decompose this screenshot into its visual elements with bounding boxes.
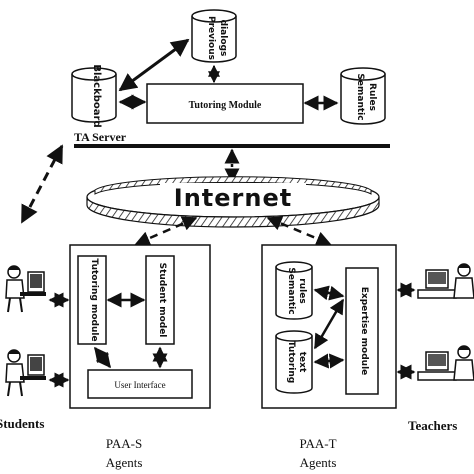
semantic-rules-db: Semantic Rules [340,67,386,125]
paa-s-user-interface: User Interface [87,369,193,399]
semantic-rules-label-line2: Rules [367,83,377,111]
arrow-expertise-tutoring-text [313,298,345,350]
paa-t-tutoring-text-label-line1: Tutoring [286,341,296,383]
internet-label: Internet [174,184,292,212]
blackboard-label: Blackboard [91,64,102,127]
previous-dialogs-label-line1: Previous [206,16,216,60]
teachers-label: Teachers [408,418,457,433]
internet-ring: Internet [86,176,380,228]
student-figure-2 [5,349,46,397]
paa-s-label-line1: PAA-S [106,436,142,451]
semantic-rules-label-line1: Semantic [355,73,365,120]
paa-t-agent: Semantic rules Tutoring text Expertise m… [261,244,397,409]
teacher-figure-1 [417,263,474,299]
paa-s-agent: Tutoring module Student model User Inter… [69,244,211,409]
paa-t-semantic-rules-label-line2: rules [297,278,307,303]
previous-dialogs-db: Previous dialogs [191,9,237,63]
paa-t-expertise-module: Expertise module [345,267,379,395]
paa-s-label-line2: Agents [106,455,143,470]
paa-s-student-model-label: Student model [157,263,167,338]
arrow-blackboard-previous [118,38,190,92]
paa-t-expertise-module-label: Expertise module [359,287,369,376]
arrow-student-server [20,144,64,224]
paa-t-semantic-rules-label-line1: Semantic [286,267,296,314]
arrow-tutoring-ui [94,346,111,369]
students-label: Students [0,416,44,431]
blackboard-db: Blackboard [71,64,117,128]
arrow-expertise-semantic [313,285,345,301]
paa-s-student-model: Student model [145,255,175,345]
previous-dialogs-label-line2: dialogs [218,20,228,57]
ta-server: Blackboard Previous dialogs Semantic Rul… [71,9,390,148]
server-tutoring-module: Tutoring Module [146,83,304,124]
paa-t-label-line1: PAA-T [299,436,336,451]
paa-s-tutoring-module: Tutoring module [77,255,107,345]
student-figure-1 [5,265,46,313]
paa-t-label-line2: Agents [300,455,337,470]
paa-t-tutoring-text-db: Tutoring text [275,330,313,394]
paa-t-semantic-rules-db: Semantic rules [275,261,313,320]
paa-s-tutoring-module-label: Tutoring module [89,258,99,341]
arrow-expertise-tutoring-text-2 [313,353,345,369]
paa-s-user-interface-label: User Interface [114,380,165,390]
ta-server-label: TA Server [74,130,127,144]
teacher-figure-2 [417,345,474,381]
server-tutoring-module-label: Tutoring Module [189,100,262,111]
arrow-internet-paa-t [266,216,332,246]
arrow-internet-paa-s [134,216,198,246]
paa-t-tutoring-text-label-line2: text [297,352,307,373]
